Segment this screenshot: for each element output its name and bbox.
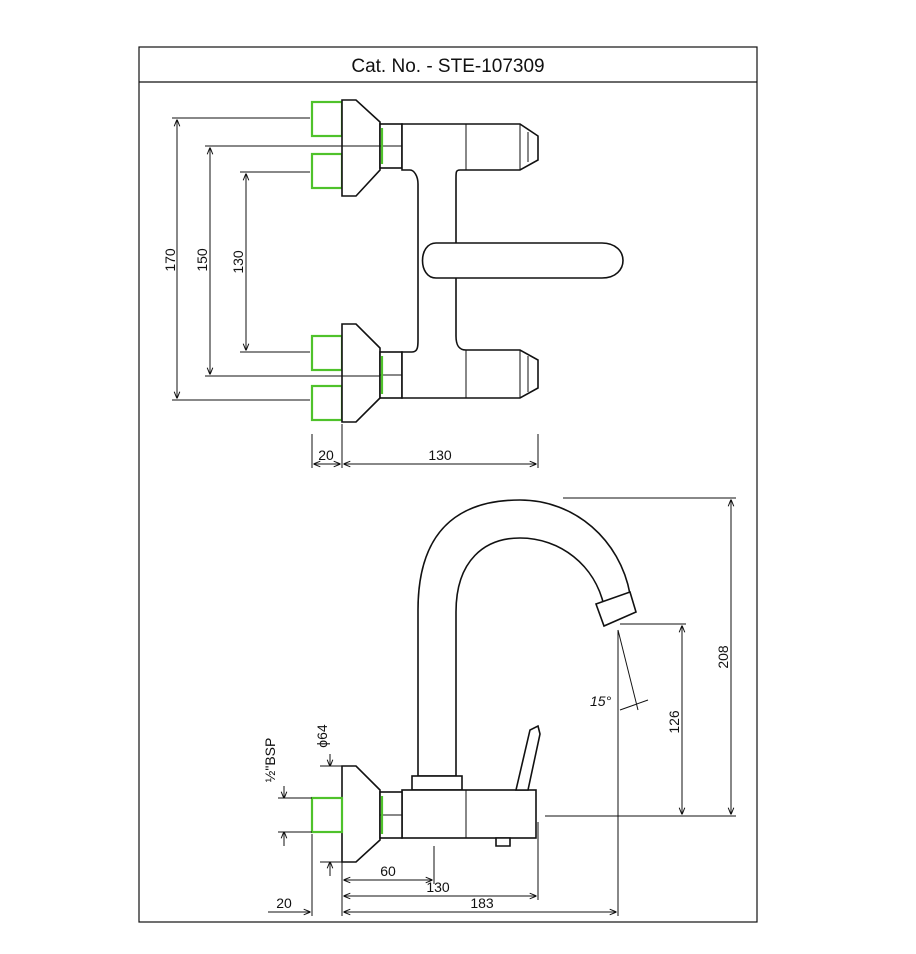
upper-inlet-assembly [310,99,403,197]
spout-collar [411,775,463,791]
catalog-number-title: Cat. No. - STE-107309 [351,56,544,77]
dim-20-side-label: 20 [276,895,292,911]
inlet-pipe-1 [310,100,344,138]
wall-flange-lower [341,323,381,423]
swivel-spout [417,499,631,777]
dim-60-label: 60 [380,863,396,879]
dim-130-horizontal-label: 130 [428,447,452,463]
dim-183-label: 183 [470,895,494,911]
angle-15-label: 15° [590,693,612,709]
spout-aerator [594,590,637,628]
dim-208-label: 208 [715,645,731,669]
lever-handle-top [421,242,624,279]
drawing-frame [138,46,758,923]
dim-170-label: 170 [162,248,178,272]
dim-130-vertical-label: 130 [230,250,246,274]
mixer-body-top [401,123,539,399]
wall-flange-upper [341,99,381,197]
lower-inlet-assembly [310,323,403,423]
dim-20-top-label: 20 [318,447,334,463]
dim-126-label: 126 [666,710,682,734]
lever-handle-side [514,724,541,791]
dim-150-label: 150 [194,248,210,272]
side-view: 15° 208 126 ϕ64 ½"BSP 60 130 183 [262,497,736,916]
bsp-thread-label: ½"BSP [262,738,278,783]
wall-flange-side [341,765,381,863]
inlet-pipe-side [310,796,344,834]
dim-130-side-label: 130 [426,879,450,895]
mixer-body-side [401,789,537,839]
top-view: 170 150 130 20 130 [162,99,624,468]
diameter-64-label: ϕ64 [314,724,330,748]
